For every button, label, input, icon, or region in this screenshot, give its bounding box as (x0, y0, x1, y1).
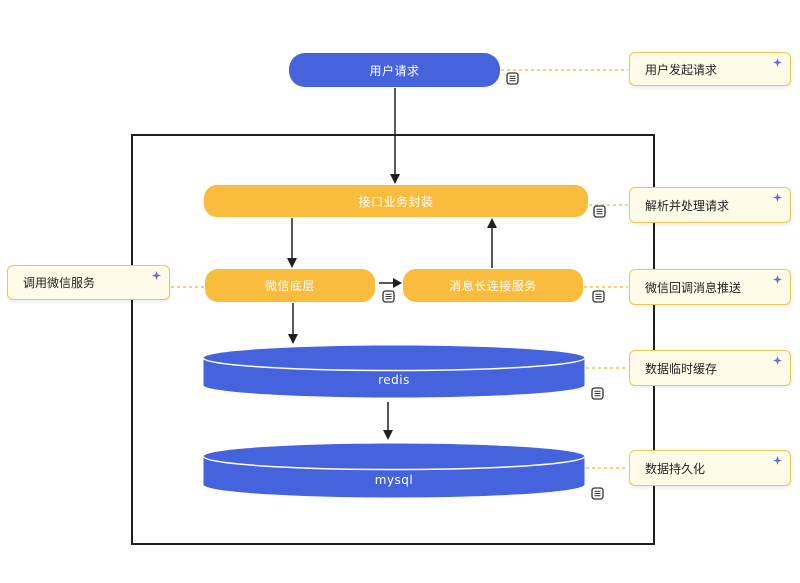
node-api-wrapper[interactable]: 接口业务封装 (204, 185, 588, 217)
note-icon[interactable] (591, 487, 604, 500)
node-label: 消息长连接服务 (449, 279, 537, 293)
annotation-call-wechat[interactable]: 调用微信服务 (7, 265, 170, 300)
annotation-temp-cache[interactable]: 数据临时缓存 (629, 350, 791, 386)
sparkle-icon[interactable] (773, 456, 782, 465)
annotation-user-initiates[interactable]: 用户发起请求 (629, 52, 791, 86)
annotation-text: 解析并处理请求 (645, 198, 730, 213)
annotation-text: 数据临时缓存 (645, 361, 718, 376)
sparkle-icon[interactable] (152, 271, 161, 280)
node-redis-cylinder[interactable]: redis (203, 345, 585, 398)
note-icon[interactable] (592, 290, 605, 303)
sparkle-icon[interactable] (773, 275, 782, 284)
sparkle-icon[interactable] (773, 193, 782, 202)
annotation-text: 数据持久化 (645, 461, 706, 476)
system-boundary-frame[interactable] (131, 134, 655, 545)
annotation-persistence[interactable]: 数据持久化 (629, 450, 791, 486)
sparkle-icon[interactable] (773, 356, 782, 365)
note-icon[interactable] (593, 205, 606, 218)
cylinder-shape (203, 443, 585, 498)
sparkle-icon[interactable] (773, 58, 782, 67)
node-long-conn[interactable]: 消息长连接服务 (403, 269, 583, 302)
node-label: redis (378, 373, 410, 387)
node-label: 微信底层 (264, 279, 315, 293)
annotation-text: 用户发起请求 (645, 62, 718, 77)
node-wechat-base[interactable]: 微信底层 (205, 269, 375, 302)
annotation-text: 微信回调消息推送 (645, 280, 742, 295)
annotation-text: 调用微信服务 (23, 276, 96, 290)
note-icon[interactable] (382, 290, 395, 303)
cylinder-shape (203, 345, 585, 398)
annotation-parse-handle[interactable]: 解析并处理请求 (629, 187, 791, 223)
note-icon[interactable] (591, 387, 604, 400)
node-mysql-cylinder[interactable]: mysql (203, 443, 585, 498)
node-label: mysql (374, 473, 414, 487)
note-icon[interactable] (506, 72, 519, 85)
annotation-wechat-callback[interactable]: 微信回调消息推送 (629, 269, 791, 305)
node-label: 用户请求 (369, 63, 420, 78)
node-label: 接口业务封装 (358, 194, 434, 209)
node-user-request[interactable]: 用户请求 (289, 53, 500, 87)
